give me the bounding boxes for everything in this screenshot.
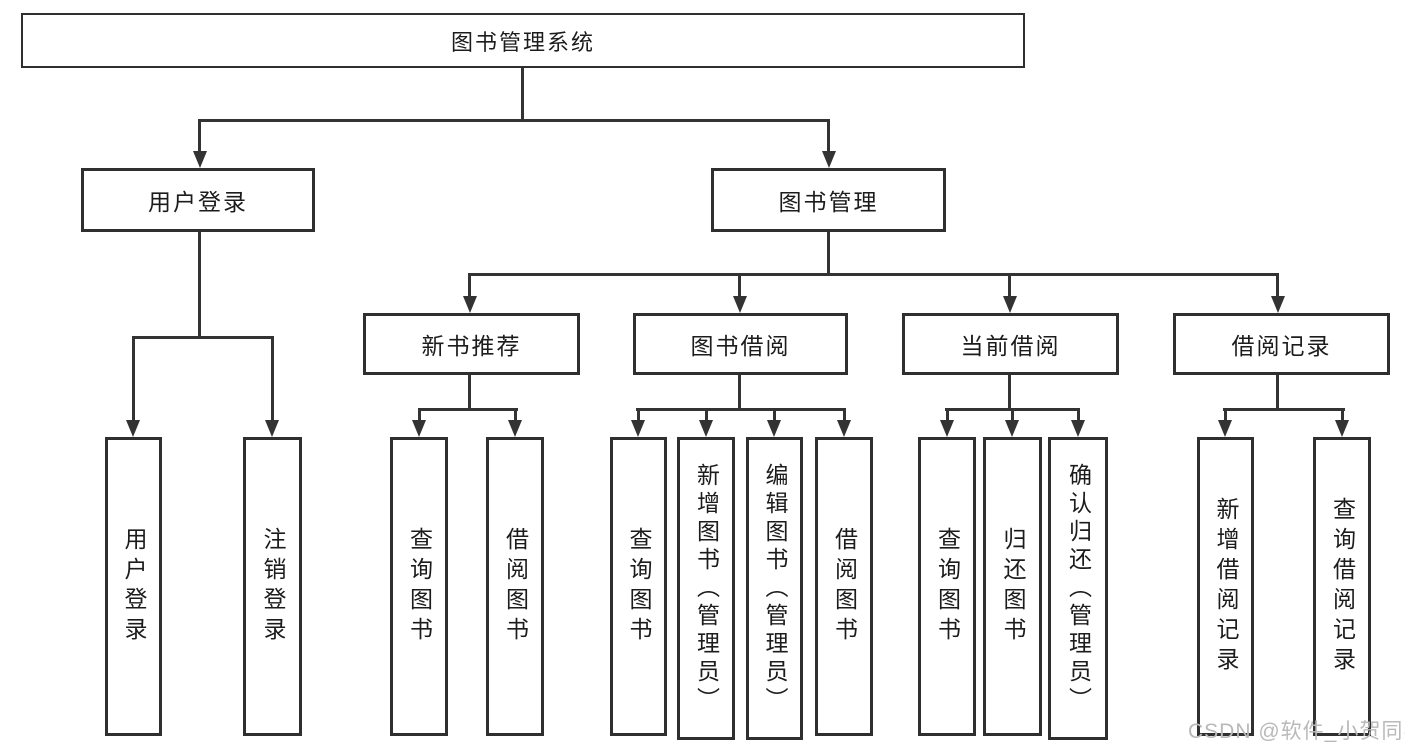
leaf-user-login: 用户登录 [105,437,162,736]
arrowhead-down [265,420,279,437]
connector-line [198,232,201,339]
leaf-query-borrow-record: 查询借阅记录 [1313,437,1371,736]
leaf-edit-book-admin: 编辑图书（管理员） [746,437,803,740]
arrowhead-down [1335,420,1349,437]
connector-line [773,408,776,423]
arrowhead-down [940,420,954,437]
arrowhead-down [1071,420,1085,437]
connector-line [1276,375,1279,411]
arrowhead-down [1005,420,1019,437]
leaf-borrow-query-book: 查询图书 [610,437,667,736]
connector-line [1011,408,1014,423]
connector-line [1008,273,1011,299]
leaf-add-book-admin: 新增图书（管理员） [677,437,735,740]
arrowhead-down [463,296,477,313]
arrowhead-down [412,420,426,437]
node-borrowing-records: 借阅记录 [1173,313,1390,375]
connector-line [827,232,830,276]
connector-line [271,336,274,422]
arrowhead-down [508,420,522,437]
connector-line [1224,408,1227,423]
node-book-borrowing: 图书借阅 [633,313,848,375]
csdn-watermark: CSDN @软件_小贺同学 [1188,720,1405,743]
connector-line [843,408,846,423]
connector-line [468,375,471,411]
arrowhead-down [631,420,645,437]
connector-line [738,273,741,299]
arrowhead-down [699,420,713,437]
node-current-borrowing: 当前借阅 [902,313,1119,375]
node-root-system: 图书管理系统 [21,13,1025,68]
connector-line [132,336,135,422]
arrowhead-down [837,420,851,437]
connector-line [637,408,640,423]
connector-line [636,408,846,411]
leaf-current-query-book: 查询图书 [918,437,976,736]
leaf-confirm-return-admin: 确认归还（管理员） [1048,437,1108,740]
connector-line [1077,408,1080,423]
connector-line [468,273,1279,276]
connector-line [1341,408,1344,423]
connector-line [738,375,741,411]
connector-line [705,408,708,423]
connector-line [1008,375,1011,411]
connector-line [946,408,949,423]
connector-line [418,408,421,423]
arrowhead-down [822,151,836,168]
arrowhead-down [1271,296,1285,313]
node-user-login: 用户登录 [81,168,315,232]
connector-line [827,119,830,154]
connector-line [198,119,201,154]
connector-line [198,119,830,122]
leaf-add-borrow-record: 新增借阅记录 [1197,437,1254,736]
leaf-logout: 注销登录 [243,437,302,736]
connector-line [418,408,518,411]
node-new-book-recommendation: 新书推荐 [363,313,580,375]
arrowhead-down [193,151,207,168]
connector-line [1276,273,1279,299]
connector-line [132,336,274,339]
connector-line [1223,408,1345,411]
arrowhead-down [767,420,781,437]
arrowhead-down [126,420,140,437]
connector-line [468,273,471,299]
leaf-newbook-query-book: 查询图书 [390,437,448,736]
arrowhead-down [733,296,747,313]
leaf-borrow-borrow-book: 借阅图书 [815,437,873,736]
arrowhead-down [1003,296,1017,313]
connector-line [514,408,517,423]
connector-line [521,68,524,122]
arrowhead-down [1218,420,1232,437]
leaf-return-book: 归还图书 [983,437,1042,736]
node-book-management: 图书管理 [711,168,946,232]
leaf-newbook-borrow-book: 借阅图书 [486,437,544,736]
